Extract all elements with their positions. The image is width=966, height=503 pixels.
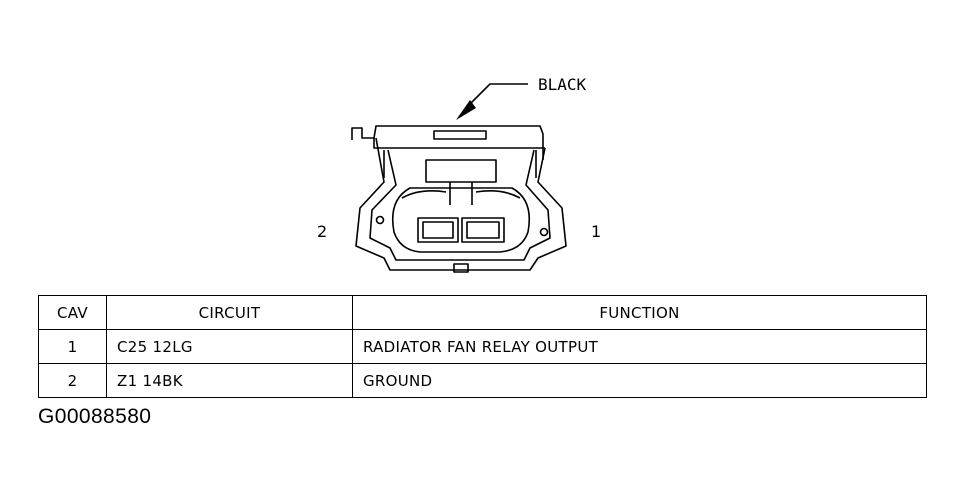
terminal-2 — [417, 217, 459, 243]
connector-diagram: BLACK 2 1 — [317, 75, 601, 273]
callout-label: BLACK — [538, 75, 587, 94]
table-row: 1 C25 12LG RADIATOR FAN RELAY OUTPUT — [38, 329, 927, 364]
header-function: FUNCTION — [352, 295, 927, 330]
pin-2-label: 2 — [317, 222, 327, 241]
header-circuit: CIRCUIT — [106, 295, 353, 330]
pin-1-label: 1 — [591, 222, 601, 241]
connector-housing-outer — [355, 137, 567, 271]
cav-cell: 1 — [38, 329, 107, 364]
circuit-cell: C25 12LG — [106, 329, 353, 364]
function-cell: RADIATOR FAN RELAY OUTPUT — [352, 329, 927, 364]
circuit-cell: Z1 14BK — [106, 363, 353, 398]
pinout-table: CAV CIRCUIT FUNCTION 1 C25 12LG RADIATOR… — [38, 295, 927, 398]
figure-id: G00088580 — [38, 405, 152, 428]
cav-cell: 2 — [38, 363, 107, 398]
connector-center-latch — [425, 159, 497, 183]
table-header-row: CAV CIRCUIT FUNCTION — [38, 295, 927, 330]
terminal-1 — [461, 217, 505, 243]
header-cav: CAV — [38, 295, 107, 330]
connector-top-band — [373, 138, 545, 149]
callout-arrowhead — [456, 100, 476, 120]
callout-leader — [465, 83, 528, 109]
connector-cavity — [391, 187, 531, 253]
connector-housing-inner — [369, 149, 551, 261]
function-cell: GROUND — [352, 363, 927, 398]
connector-key — [433, 130, 487, 140]
table-row: 2 Z1 14BK GROUND — [38, 363, 927, 398]
